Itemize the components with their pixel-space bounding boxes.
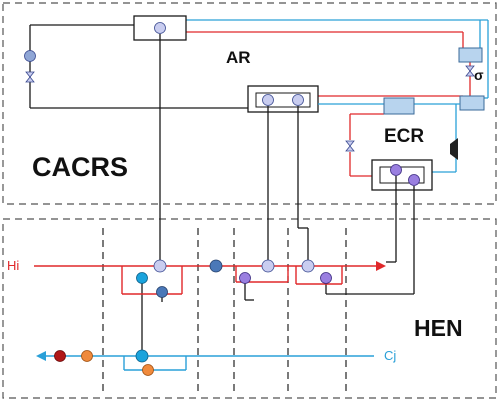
cold-node-orange-2[interactable]: [142, 364, 154, 376]
ecr-evaporator-node-2[interactable]: [408, 174, 420, 186]
ar-absorber-node-2[interactable]: [292, 94, 304, 106]
compressor-icon: [450, 138, 458, 160]
ecr-evaporator-inner: [379, 166, 425, 184]
ecr-blue-lines: [318, 103, 460, 173]
hen-node-steel-1[interactable]: [156, 286, 168, 298]
ar-generator-node[interactable]: [154, 22, 166, 34]
cold-node-cyan[interactable]: [135, 349, 149, 363]
ar-pump-icon: σ: [474, 67, 484, 83]
cold-node-darkred[interactable]: [54, 350, 66, 362]
hot-stream-arrow: [376, 261, 386, 271]
cacrs-frame: [2, 2, 497, 205]
ar-absorber-inner: [255, 92, 311, 108]
ar-pump: [459, 95, 485, 111]
connector-lines: [141, 34, 415, 356]
ar-absorber-node-1[interactable]: [262, 94, 274, 106]
cold-stream-label: Cj: [384, 348, 396, 363]
hen-label: HEN: [414, 315, 463, 341]
ecr-evaporator-node-1[interactable]: [390, 164, 402, 176]
ar-absorber-box: [247, 85, 319, 113]
ar-expansion-valve-icon: [25, 71, 35, 83]
hot-stream-label: Hi: [7, 258, 19, 273]
ar-loop-node[interactable]: [24, 50, 36, 62]
ecr-label: ECR: [384, 126, 424, 147]
hen-node-cyan-1[interactable]: [136, 272, 148, 284]
cold-stream-arrow: [36, 351, 46, 361]
ecr-condenser: [383, 97, 415, 115]
hen-node-ar-absorber-1[interactable]: [261, 259, 275, 273]
hot-stream: [34, 265, 376, 295]
cold-node-orange-1[interactable]: [81, 350, 93, 362]
hen-node-steel-2[interactable]: [209, 259, 223, 273]
cacrs-label: CACRS: [32, 152, 128, 182]
ar-loop-lines: [29, 24, 248, 109]
ar-label: AR: [226, 48, 251, 67]
hen-node-purple-1[interactable]: [239, 272, 251, 284]
ar-valve-icon: [465, 65, 475, 77]
ar-blue-lines: [186, 19, 489, 99]
hen-interval-lines: [102, 228, 347, 392]
hen-node-ar-absorber-2[interactable]: [301, 259, 315, 273]
ecr-evaporator-box: [371, 159, 433, 191]
ecr-expansion-valve-icon: [345, 140, 355, 152]
cold-stream: [46, 355, 374, 371]
ar-separator: [458, 47, 483, 63]
hen-node-purple-2[interactable]: [320, 272, 332, 284]
hen-frame: [2, 218, 497, 399]
hen-node-ar-generator[interactable]: [153, 259, 167, 273]
